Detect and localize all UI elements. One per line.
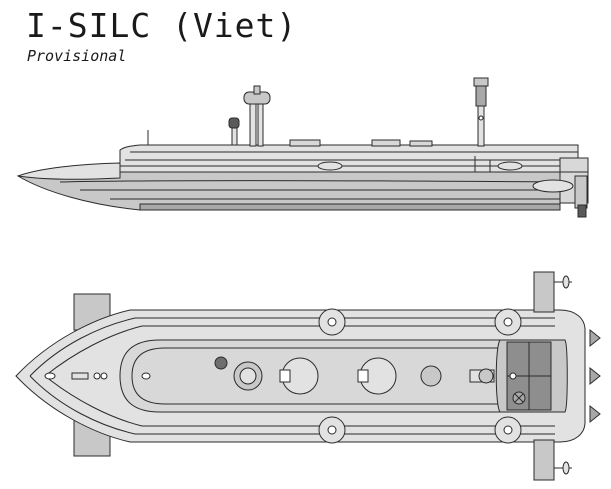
radar-mast <box>243 85 271 147</box>
prop-2 <box>589 366 601 386</box>
prop-1 <box>589 328 601 348</box>
deck-house <box>119 339 521 413</box>
gun-mount-1 <box>318 308 346 336</box>
side-profile-view <box>16 77 589 218</box>
gun-mount-2 <box>494 308 522 336</box>
outboard-pod-bottom <box>533 439 572 481</box>
drawing-subtitle: Provisional <box>27 47 127 65</box>
keel-band <box>139 203 561 211</box>
outboard-pod-top <box>533 271 572 313</box>
drawing-title: I-SILC (Viet) <box>26 6 298 45</box>
side-hatch-2 <box>497 161 523 171</box>
prop-3 <box>589 404 601 424</box>
aft-mast <box>473 77 489 147</box>
gun-mount-4 <box>494 416 522 444</box>
side-hatch-1 <box>317 161 343 171</box>
gun-mount-3 <box>318 416 346 444</box>
